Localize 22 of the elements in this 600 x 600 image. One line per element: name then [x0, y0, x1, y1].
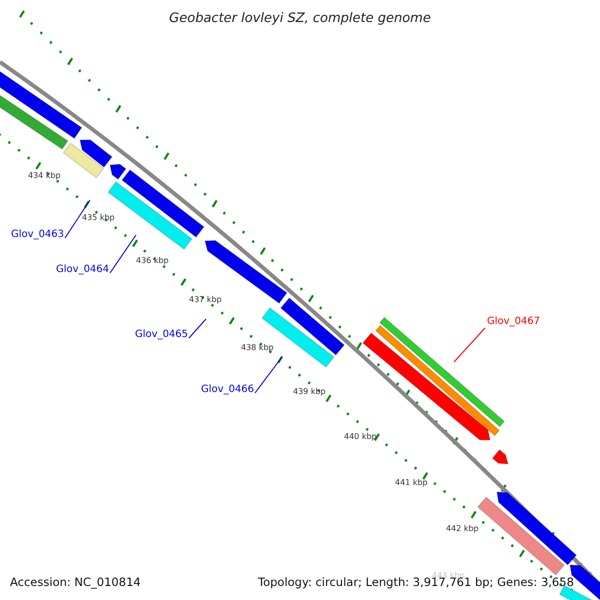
gene-label: Glov_0466	[201, 385, 254, 395]
scale-label: 436 kbp	[136, 257, 169, 265]
footer-text: Accession: NC_010814	[10, 577, 141, 588]
leader-line	[454, 328, 486, 362]
footer-text: Topology: circular; Length: 3,917,761 bp; Genes: 3,658	[258, 577, 574, 588]
scale-label: 439 kbp	[293, 388, 326, 396]
title: Geobacter lovleyi SZ, complete genome	[168, 12, 432, 25]
leader-line	[254, 356, 282, 394]
gene-label: Glov_0463	[11, 230, 64, 240]
scale-label: 437 kbp	[189, 296, 222, 304]
leader-line	[64, 200, 90, 238]
scale-label: 434 kbp	[28, 172, 61, 180]
gene-label: Glov_0467	[487, 317, 540, 327]
gene-label: Glov_0464	[56, 265, 110, 275]
gene-label: Glov_0465	[135, 330, 188, 340]
scale-label: 438 kbp	[241, 344, 274, 352]
leader-line	[110, 234, 136, 274]
scale-label: 435 kbp	[82, 214, 115, 222]
leader-line	[188, 318, 206, 338]
scale-label: 442 kbp	[446, 525, 479, 533]
scale-label: 441 kbp	[395, 479, 428, 487]
scale-label: 440 kbp	[344, 433, 377, 441]
